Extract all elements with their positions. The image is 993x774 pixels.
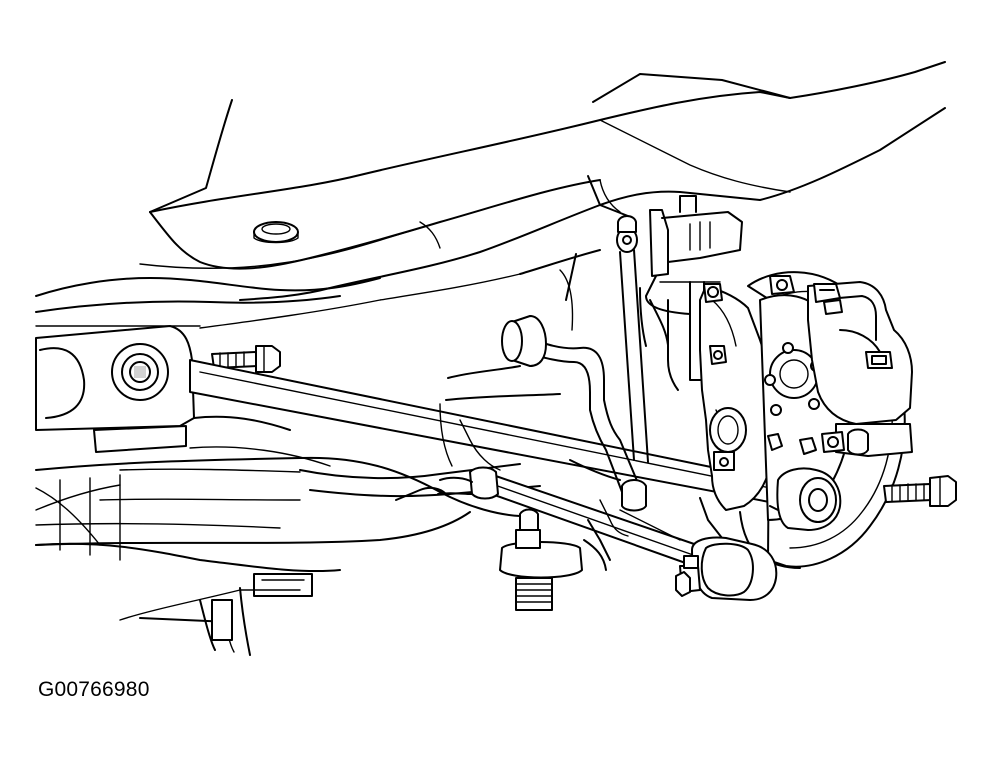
underbody-floor-pan [35,61,946,329]
bolt-lower-right [883,475,957,507]
figure-code: G00766980 [38,678,150,701]
link-lower-stud [499,508,611,611]
misc-detail-lines [419,221,681,541]
shock-absorber [639,195,743,391]
bolt-upper-left [211,345,281,373]
stabilizer-bar [439,315,641,493]
exhaust-pipe [35,463,541,546]
brake-caliper [769,275,913,457]
stabilizer-link [616,215,649,512]
lower-control-arm [437,466,778,601]
rear-knuckle [699,283,777,561]
lateral-link-outer-bushing [769,467,842,531]
